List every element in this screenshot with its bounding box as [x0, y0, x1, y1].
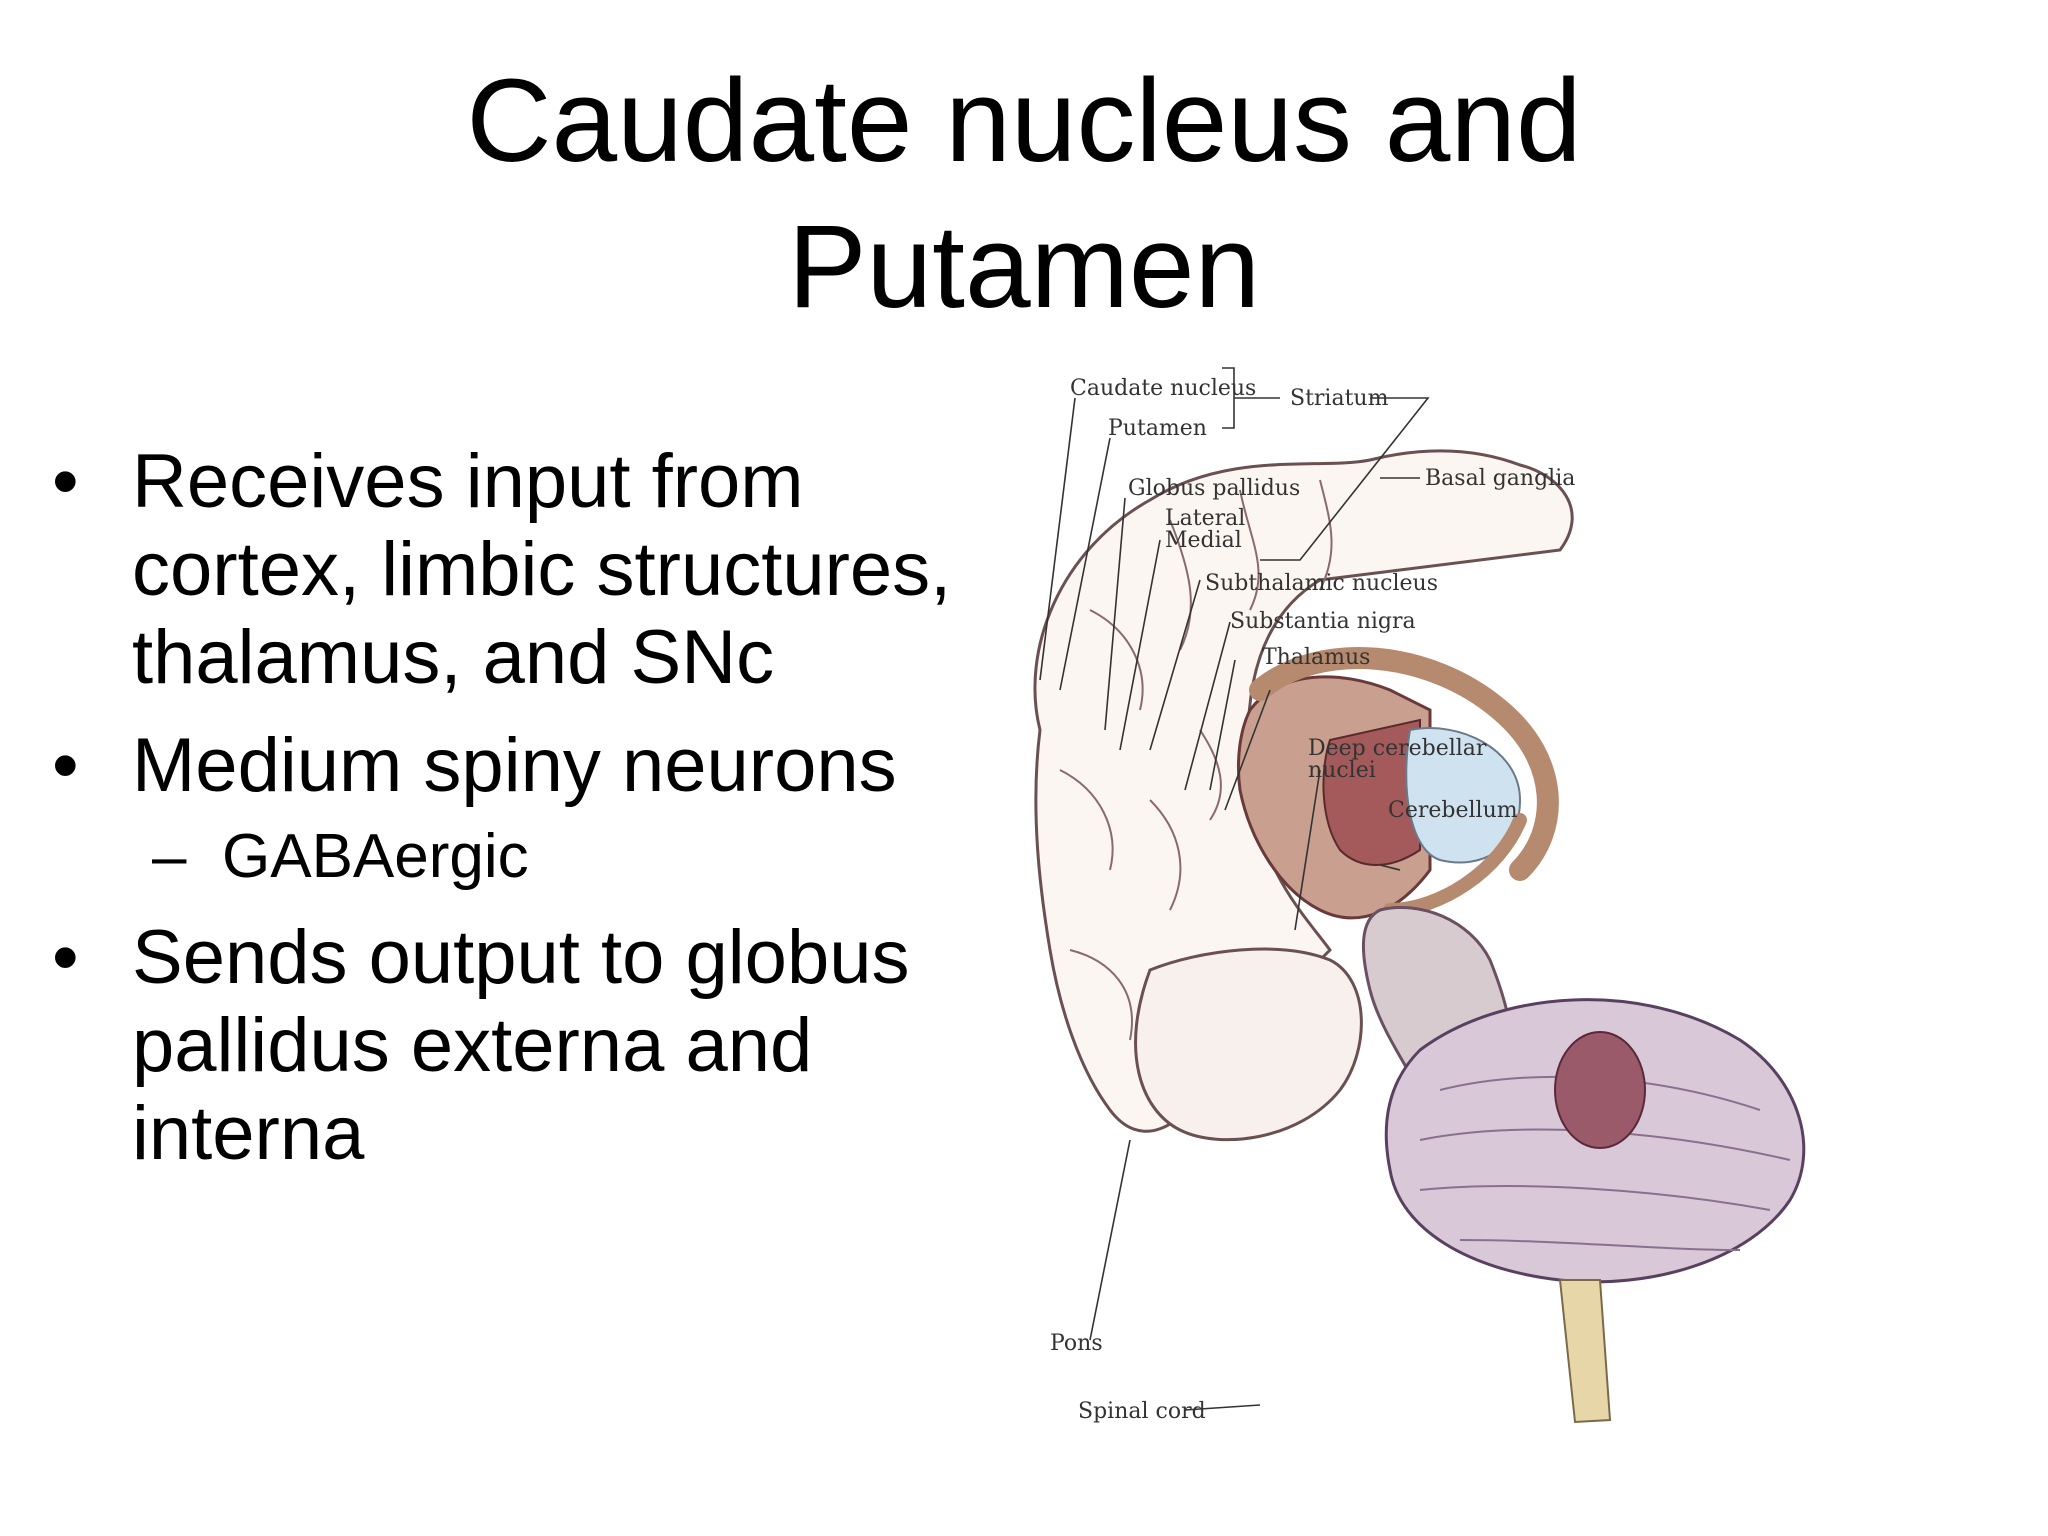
sub-bullet-item: – GABAergic [132, 820, 982, 894]
label-substantia-nigra: Substantia nigra [1230, 609, 1416, 634]
globus-pallidus-shape [1322, 718, 1421, 866]
bullet-list: • Receives input from cortex, limbic str… [52, 438, 982, 1198]
slide-title: Caudate nucleus and Putamen [0, 48, 2048, 340]
bullet-marker: • [52, 915, 79, 1000]
temporal-lobe [1134, 947, 1363, 1142]
bullet-text: Sends output to globus pallidus externa … [132, 915, 910, 1176]
label-thalamus: Thalamus [1262, 645, 1370, 670]
label-deep-cerebellar-nuclei-1: Deep cerebellar [1308, 736, 1487, 761]
slide-title-line-1: Caudate nucleus and [466, 55, 1582, 187]
label-striatum: Striatum [1290, 386, 1389, 411]
brain-illustration: Caudate nucleus Putamen Striatum Basal g… [1033, 367, 1806, 1424]
label-cerebellum: Cerebellum [1388, 798, 1518, 823]
bullet-text: Medium spiny neurons [132, 723, 897, 808]
label-deep-cerebellar-nuclei-2: nuclei [1308, 758, 1376, 783]
label-putamen: Putamen [1108, 416, 1207, 441]
sub-bullet-text: GABAergic [222, 822, 529, 891]
bullet-item: • Medium spiny neurons – GABAergic [52, 722, 982, 894]
sub-bullet-marker: – [152, 822, 187, 891]
deep-cerebellar-nuclei-shape [1554, 1031, 1646, 1149]
label-globus-pallidus: Globus pallidus [1128, 476, 1300, 501]
spinal-cord-shape [1558, 1279, 1612, 1424]
label-lateral: Lateral [1165, 506, 1245, 531]
bullet-text: Receives input from cortex, limbic struc… [132, 439, 952, 700]
label-caudate-nucleus: Caudate nucleus [1070, 376, 1256, 401]
sub-bullet-list: – GABAergic [132, 820, 982, 894]
brain-anatomy-figure: Caudate nucleus Putamen Striatum Basal g… [1000, 350, 2048, 1536]
bullet-item: • Sends output to globus pallidus extern… [52, 914, 982, 1178]
leader-lines [1039, 367, 1430, 1411]
label-medial: Medial [1165, 528, 1242, 553]
slide-title-line-2: Putamen [787, 201, 1261, 333]
label-basal-ganglia: Basal ganglia [1425, 466, 1575, 491]
bullet-marker: • [52, 723, 79, 808]
label-spinal-cord: Spinal cord [1078, 1399, 1206, 1424]
label-subthalamic-nucleus: Subthalamic nucleus [1205, 571, 1438, 596]
label-pons: Pons [1050, 1331, 1103, 1356]
cerebral-sulci [1059, 479, 1333, 1041]
bullet-marker: • [52, 439, 79, 524]
bullet-item: • Receives input from cortex, limbic str… [52, 438, 982, 702]
caudate-arc [1249, 647, 1559, 881]
